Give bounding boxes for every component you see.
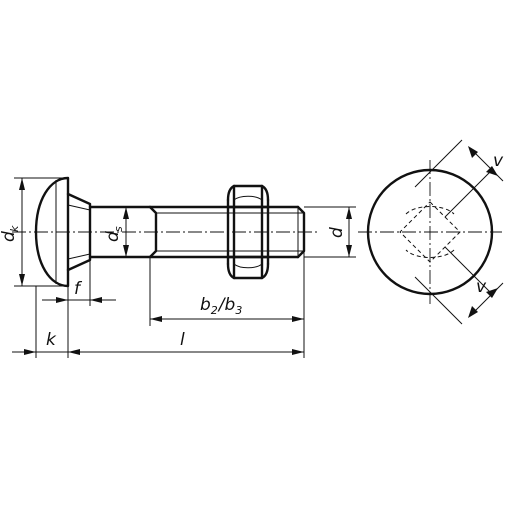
nut-chamfer-top — [226, 184, 270, 202]
v-bottom-arrow-2 — [486, 288, 498, 298]
v-bottom-ext-2 — [414, 276, 463, 325]
v-bottom-arrow-1 — [468, 306, 478, 318]
b-label: b2/b3 — [200, 295, 242, 317]
dk-label-main: d — [0, 231, 19, 242]
d-label: d — [327, 227, 347, 238]
hidden-square-neck — [399, 201, 461, 263]
b-arrow-right — [292, 316, 304, 322]
f-arrow-right — [90, 297, 102, 303]
dk-label: d k — [0, 225, 21, 242]
nut-arc-2 — [233, 263, 263, 269]
b-arrow-left — [150, 316, 162, 322]
ds-label-sub: s — [112, 226, 125, 232]
d-arrow-bottom — [346, 245, 352, 257]
side-view: d k d s d f b2/b3 — [0, 176, 356, 358]
v-bottom-label: v — [476, 277, 487, 297]
shank-thread-start — [148, 205, 158, 259]
ds-label-main: d — [103, 231, 123, 242]
b-label-sep: / — [217, 295, 227, 315]
neck-edge-bottom — [67, 253, 91, 260]
v-top-label: v — [493, 151, 504, 171]
l-label: l — [180, 330, 185, 350]
k-arrow-left — [24, 349, 36, 355]
v-bottom-ext-1 — [444, 246, 493, 295]
bolt-shank — [88, 205, 152, 259]
bolt-head — [34, 176, 70, 288]
v-top-arrow-2 — [486, 166, 498, 176]
nut-chamfer-bottom — [226, 262, 270, 280]
b-label-p1: b — [200, 295, 211, 315]
v-top-arrow-1 — [468, 146, 478, 158]
bolt-end — [296, 205, 306, 259]
dk-label-sub: k — [8, 225, 21, 232]
ds-arrow-top — [123, 207, 129, 219]
ds-label: d s — [103, 226, 125, 242]
f-arrow-left — [56, 297, 68, 303]
b-label-s1: 2 — [211, 304, 218, 317]
k-label: k — [46, 330, 57, 350]
ds-arrow-bottom — [123, 245, 129, 257]
v-top-ext-1 — [444, 169, 493, 218]
hidden-square-neck-inner — [405, 206, 455, 258]
nut-arc-1 — [233, 195, 263, 201]
b-label-p2: b — [225, 295, 236, 315]
f-label: f — [74, 279, 83, 299]
square-neck — [66, 192, 92, 272]
neck-edge-top — [67, 204, 91, 211]
k-arrow-right — [68, 349, 80, 355]
v-top-ext-2 — [414, 139, 463, 188]
d-arrow-top — [346, 207, 352, 219]
dk-arrow-bottom — [19, 274, 25, 286]
l-arrow-right — [292, 349, 304, 355]
dk-arrow-top — [19, 178, 25, 190]
end-view: v v — [358, 139, 504, 325]
b-label-s2: 3 — [235, 304, 242, 317]
